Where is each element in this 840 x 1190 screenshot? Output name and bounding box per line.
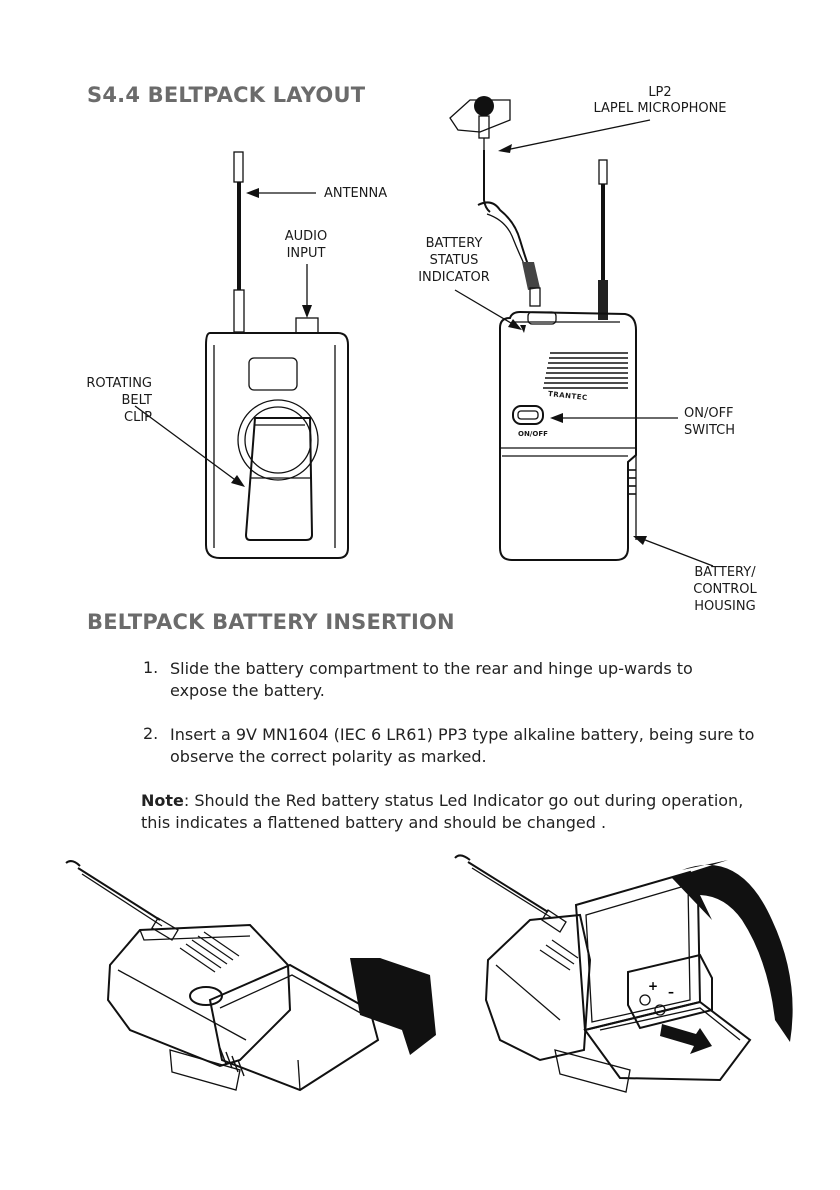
label-battery-status-indicator: BATTERY STATUS INDICATOR <box>418 236 490 285</box>
label-rotating-belt-clip: ROTATING BELT CLIP <box>86 376 152 425</box>
label-antenna: ANTENNA <box>324 186 388 201</box>
note-paragraph: Note: Should the Red battery status Led … <box>141 790 766 834</box>
beltpack-rear-illustration <box>205 151 349 559</box>
callout-arrows <box>134 119 714 567</box>
device-switch-text: ON/OFF <box>518 430 548 438</box>
section-title: S4.4 BELTPACK LAYOUT <box>87 83 366 107</box>
label-lapel-microphone: LAPEL MICROPHONE <box>593 101 727 116</box>
label-battery-control-housing: BATTERY/ CONTROL HOUSING <box>693 565 757 614</box>
battery-insertion-illustration: + – <box>454 854 793 1093</box>
battery-slide-illustration <box>65 860 436 1092</box>
note-label: Note <box>141 791 184 810</box>
step-1-number: 1. <box>143 658 159 677</box>
step-1-text: Slide the battery compartment to the rea… <box>170 659 693 700</box>
svg-text:+: + <box>648 979 658 993</box>
svg-text:–: – <box>668 985 674 999</box>
label-lp2: LP2 <box>648 85 672 100</box>
label-audio-input: AUDIO INPUT <box>284 229 328 261</box>
label-on-off-switch: ON/OFF SWITCH <box>684 406 735 438</box>
insertion-title: BELTPACK BATTERY INSERTION <box>87 610 455 634</box>
step-2-text: Insert a 9V MN1604 (IEC 6 LR61) PP3 type… <box>170 725 755 766</box>
note-text: : Should the Red battery status Led Indi… <box>141 791 744 832</box>
step-2-number: 2. <box>143 724 159 743</box>
beltpack-front-illustration <box>449 96 637 561</box>
